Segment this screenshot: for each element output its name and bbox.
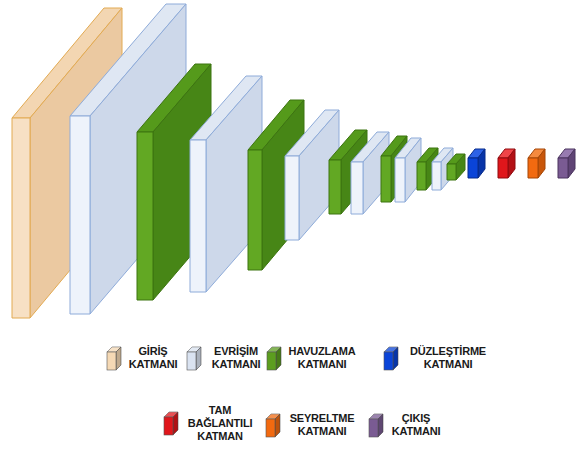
legend-item: TAM BAĞLANTILI KATMAN — [163, 404, 257, 443]
swatch-side — [378, 414, 383, 437]
slab-front — [381, 156, 391, 202]
slab-side — [341, 130, 367, 214]
slab-front — [395, 158, 405, 202]
slab-front — [248, 150, 262, 270]
swatch-side-shade — [275, 414, 280, 437]
legend-swatch — [163, 410, 180, 436]
legend-item: GİRİŞ KATMANI — [106, 345, 180, 371]
slab-front — [468, 158, 478, 178]
swatch-side-shade — [393, 347, 398, 370]
slab-front — [498, 158, 508, 178]
legend-swatch — [186, 345, 203, 371]
legend-label: TAM BAĞLANTILI KATMAN — [183, 404, 257, 443]
slab-side — [568, 149, 575, 178]
legend-swatch — [106, 345, 123, 371]
swatch-front — [267, 352, 276, 370]
swatch-side — [196, 347, 201, 370]
layer-slab — [381, 136, 407, 202]
swatch-side-shade — [378, 414, 383, 437]
slab-side — [508, 149, 515, 178]
layer-slab — [329, 130, 367, 214]
layer-slab — [558, 149, 575, 178]
legend-label: HAVUZLAMA KATMANI — [286, 345, 358, 371]
layer-slab — [248, 100, 304, 270]
legend-swatch — [368, 412, 385, 438]
swatch-side — [276, 347, 281, 370]
layer-slab — [137, 64, 211, 300]
swatch-side-shade — [116, 347, 121, 370]
slab-front — [329, 160, 341, 214]
swatch-side — [393, 347, 398, 370]
slab-front — [447, 164, 456, 180]
slab-front — [432, 162, 441, 190]
layer-slab — [190, 76, 262, 292]
slab-front — [12, 118, 30, 318]
legend-swatch — [383, 345, 400, 371]
layer-slab — [468, 149, 485, 178]
swatch-front — [369, 419, 378, 437]
slab-side — [153, 64, 211, 300]
slab-side — [478, 149, 485, 178]
slab-front — [528, 158, 538, 178]
swatch-side — [173, 412, 178, 435]
layer-slab — [447, 154, 465, 180]
slab-side — [206, 76, 262, 292]
legend-item: SEYRELTME KATMANI — [265, 412, 359, 438]
legend-swatch — [265, 412, 282, 438]
slab-front — [285, 156, 299, 240]
slab-side — [538, 149, 545, 178]
legend-swatch — [266, 345, 283, 371]
legend-item: HAVUZLAMA KATMANI — [266, 345, 358, 371]
legend-item: DÜZLEŞTİRME KATMANI — [383, 345, 493, 371]
layer-slab — [528, 149, 545, 178]
legend-label: SEYRELTME KATMANI — [285, 412, 359, 438]
legend-label: EVRİŞİM KATMANI — [206, 345, 266, 371]
swatch-side — [116, 347, 121, 370]
legend-label: DÜZLEŞTİRME KATMANI — [403, 345, 493, 371]
slab-front — [558, 158, 568, 178]
legend-item: EVRİŞİM KATMANI — [186, 345, 266, 371]
swatch-front — [164, 417, 173, 435]
swatch-front — [107, 352, 116, 370]
swatch-front — [384, 352, 393, 370]
layer-slab — [498, 149, 515, 178]
slab-side — [262, 100, 304, 270]
slab-front — [190, 140, 206, 292]
swatch-side — [275, 414, 280, 437]
slab-side — [456, 154, 465, 180]
swatch-front — [187, 352, 196, 370]
legend-label: GİRİŞ KATMANI — [126, 345, 180, 371]
legend-item: ÇIKIŞ KATMANI — [368, 412, 444, 438]
slab-front — [137, 132, 153, 300]
swatch-side-shade — [276, 347, 281, 370]
swatch-front — [266, 419, 275, 437]
slab-front — [417, 162, 426, 190]
slab-front — [351, 162, 363, 214]
slab-front — [70, 116, 90, 314]
swatch-side-shade — [173, 412, 178, 435]
swatch-side-shade — [196, 347, 201, 370]
legend-label: ÇIKIŞ KATMANI — [388, 412, 444, 438]
